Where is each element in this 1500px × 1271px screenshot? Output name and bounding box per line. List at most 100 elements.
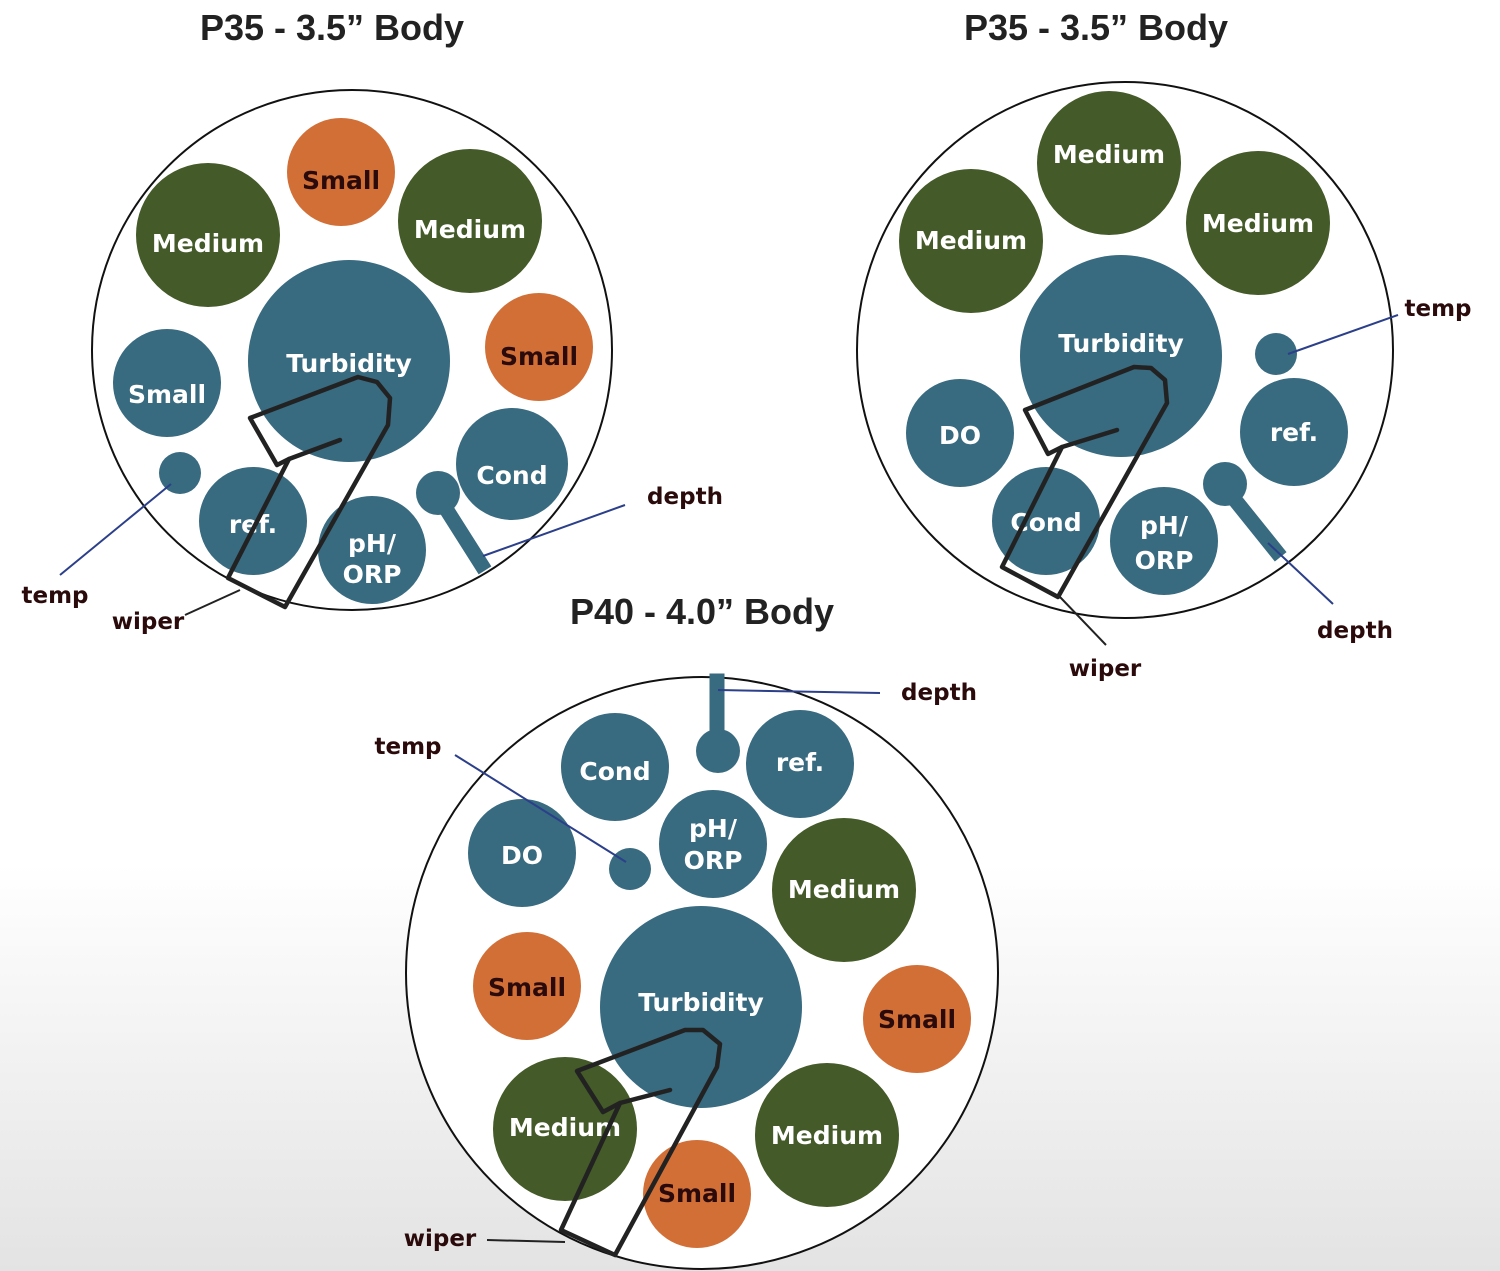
port-label: pH/ORP: [684, 814, 743, 875]
port-label: Medium: [1202, 209, 1314, 238]
port-small: Small: [113, 329, 221, 437]
callout-temp: temp: [374, 734, 441, 760]
port-small: Small: [287, 118, 395, 226]
port-label: Turbidity: [638, 988, 764, 1017]
port-small: Small: [485, 293, 593, 401]
sensor-port-circle: [863, 965, 971, 1073]
sensor-port-circle: [468, 799, 576, 907]
port-label: Turbidity: [1058, 329, 1184, 358]
callout-wiper: wiper: [112, 609, 185, 635]
sensor-port-circle: [398, 149, 542, 293]
sensor-port-circle: [1110, 487, 1218, 595]
depth-leader-line: [1267, 542, 1334, 605]
port-ph-orp: pH/ORP: [659, 790, 767, 898]
port-label: Small: [302, 166, 380, 195]
sensor-port-circle: [318, 496, 426, 604]
wiper-outline: [225, 374, 393, 610]
port-medium: Medium: [899, 169, 1043, 313]
sensor-port-circle: [456, 408, 568, 520]
port-label: pH/ORP: [1135, 511, 1194, 575]
sensor-port-circle: [473, 932, 581, 1040]
depth-sensor-port: [416, 471, 460, 515]
sensor-port-circle: [287, 118, 395, 226]
temp-sensor-port: [1255, 333, 1297, 375]
port-medium: Medium: [398, 149, 542, 293]
port-turbidity: Turbidity: [600, 906, 802, 1108]
sensor-port-circle: [561, 713, 669, 821]
callout-depth: depth: [647, 484, 723, 510]
port-label: DO: [501, 841, 543, 870]
callout-depth: depth: [1317, 618, 1393, 644]
sensor-port-circle: [600, 906, 802, 1108]
port-small: Small: [643, 1140, 751, 1248]
port-medium: Medium: [1186, 151, 1330, 295]
temp-leader-line: [59, 483, 172, 576]
port-label: Medium: [915, 226, 1027, 255]
port-do: DO: [468, 799, 576, 907]
sensor-port-circle: [1037, 91, 1181, 235]
depth-leader-line: [717, 689, 881, 694]
port-label: Cond: [579, 757, 650, 786]
callout-temp: temp: [1404, 296, 1471, 322]
wiper-leader-line: [184, 589, 241, 616]
port-label: Small: [128, 380, 206, 409]
sensor-port-circle: [248, 260, 450, 462]
sensor-port-circle: [113, 329, 221, 437]
diagram-title: P35 - 3.5” Body: [964, 7, 1228, 48]
wiper-outline: [999, 364, 1170, 600]
wiper-outline: [558, 1027, 723, 1258]
sensor-port-circle: [493, 1057, 637, 1201]
diagram-title: P35 - 3.5” Body: [200, 7, 464, 48]
temp-leader-line: [1287, 314, 1399, 355]
port-medium: Medium: [772, 818, 916, 962]
port-medium: Medium: [136, 163, 280, 307]
port-label: ref.: [776, 748, 824, 777]
port-label: Medium: [771, 1121, 883, 1150]
port-label: Medium: [788, 875, 900, 904]
callout-wiper: wiper: [1069, 656, 1142, 682]
port-label: Medium: [152, 229, 264, 258]
sensor-port-circle: [1240, 378, 1348, 486]
p35-b-diagram: P35 - 3.5” BodyMediumMediumMediumTurbidi…: [856, 7, 1472, 682]
temp-sensor-port: [159, 452, 201, 494]
diagram-title: P40 - 4.0” Body: [570, 591, 834, 632]
sensor-port-circle: [1020, 255, 1222, 457]
sensor-port-circle: [485, 293, 593, 401]
sensor-port-circle: [199, 467, 307, 575]
callout-depth: depth: [901, 680, 977, 706]
port-label: Medium: [414, 215, 526, 244]
port-ref: ref.: [199, 467, 307, 575]
port-turbidity: Turbidity: [1020, 255, 1222, 457]
temp-leader-line: [454, 754, 627, 863]
callout-temp: temp: [21, 583, 88, 609]
port-ref: ref.: [1240, 378, 1348, 486]
sensor-port-circle: [1186, 151, 1330, 295]
port-do: DO: [906, 379, 1014, 487]
port-medium: Medium: [1037, 91, 1181, 235]
port-turbidity: Turbidity: [248, 260, 450, 462]
port-label: DO: [939, 421, 981, 450]
port-label: Cond: [476, 461, 547, 490]
sensor-port-circle: [746, 710, 854, 818]
sensor-port-circle: [755, 1063, 899, 1207]
sensor-port-circle: [772, 818, 916, 962]
sensor-port-circle: [906, 379, 1014, 487]
wiper-arm: [286, 437, 343, 462]
port-label: Medium: [1053, 140, 1165, 169]
port-label: Small: [658, 1179, 736, 1208]
port-ref: ref.: [746, 710, 854, 818]
depth-sensor-port: [696, 729, 740, 773]
sensor-port-circle: [659, 790, 767, 898]
port-label: Turbidity: [286, 349, 412, 378]
port-cond: Cond: [456, 408, 568, 520]
port-label: ref.: [1270, 418, 1318, 447]
port-ph-orp: pH/ORP: [1110, 487, 1218, 595]
port-label: Small: [500, 342, 578, 371]
callout-wiper: wiper: [404, 1226, 477, 1252]
sensor-port-circle: [899, 169, 1043, 313]
port-label: Small: [488, 973, 566, 1002]
